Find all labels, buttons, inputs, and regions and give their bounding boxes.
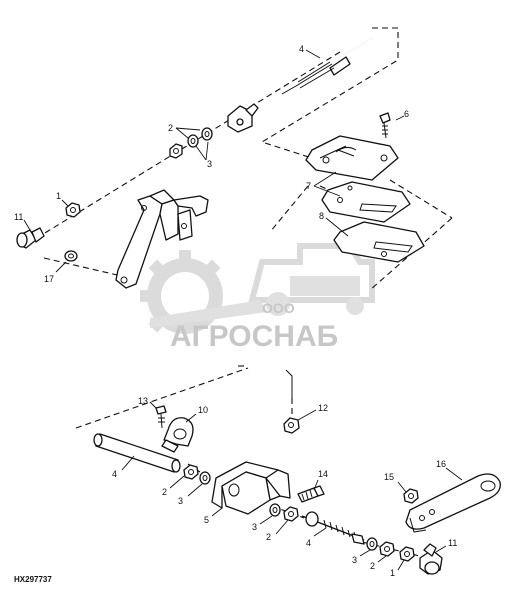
elbow-fitting-11-upper [16, 227, 45, 249]
bolt-14 [297, 485, 325, 503]
washer-nut-lower-left [183, 464, 211, 485]
nut-1-lower [399, 546, 415, 562]
callout-2-upper: 2 [168, 123, 173, 133]
guide-plate-middle [321, 181, 411, 223]
washer-nut-lower-right [366, 537, 395, 557]
nut-12 [283, 417, 300, 434]
callout-8: 8 [319, 211, 324, 221]
washer-nut-lower-mid [269, 503, 299, 522]
nut-1-upper [65, 202, 81, 218]
callout-1-upper: 1 [56, 191, 61, 201]
watermark-line2: АГРОСНАБ [170, 320, 338, 353]
callout-6: 6 [404, 109, 409, 119]
callout-3-lower-mid: 3 [252, 522, 257, 532]
callout-2-lower-left: 2 [162, 487, 167, 497]
callout-10: 10 [198, 405, 208, 415]
callout-4-upper: 4 [299, 44, 304, 54]
callout-12: 12 [318, 403, 328, 413]
callout-3-lower-right: 3 [352, 555, 357, 565]
callout-15: 15 [384, 472, 394, 482]
washer-nut-upper [169, 127, 213, 159]
callout-2-lower-right: 2 [370, 561, 375, 571]
nut-15 [403, 488, 419, 504]
upper-dashed-path [260, 27, 399, 173]
upper-assembly [16, 27, 453, 291]
callout-3-upper: 3 [207, 159, 212, 169]
bolt-6 [379, 112, 391, 139]
lower-dashed-path [75, 367, 249, 429]
callout-13: 13 [138, 396, 148, 406]
guide-plate-lower [333, 221, 425, 263]
callout-1-lower: 1 [390, 568, 395, 578]
callout-11-upper: 11 [14, 212, 23, 222]
callout-3-lower-left: 3 [178, 496, 183, 506]
clevis [227, 103, 259, 133]
watermark-line1: ООО [262, 300, 295, 316]
callout-4-lower-tube: 4 [112, 469, 117, 479]
watermark-logo: ООО АГРОСНАБ [140, 243, 375, 353]
callout-16: 16 [436, 459, 446, 469]
threaded-rod-lower [301, 511, 365, 545]
washer-17 [64, 250, 78, 262]
lever-bracket [115, 189, 209, 289]
callout-4-lower-rod: 4 [306, 538, 311, 548]
arm-16 [405, 473, 501, 533]
callout-14: 14 [318, 469, 328, 479]
figure-id: HX297737 [14, 575, 52, 584]
callout-17: 17 [44, 274, 54, 284]
clamp-10 [161, 417, 194, 453]
guide-plate-upper [305, 135, 399, 181]
bolt-13 [155, 405, 167, 429]
bracket-5 [211, 461, 291, 515]
callout-11-lower: 11 [448, 538, 457, 548]
callout-2-lower-mid: 2 [266, 532, 271, 542]
callout-labels: 4 2 3 6 7 8 1 11 17 13 10 12 4 2 3 [14, 44, 463, 578]
lower-assembly [75, 365, 501, 575]
tube-lower [93, 433, 181, 473]
callout-5: 5 [204, 515, 209, 525]
callout-7: 7 [306, 181, 311, 191]
elbow-fitting-11-lower [419, 543, 443, 575]
cable-upper [281, 37, 373, 95]
